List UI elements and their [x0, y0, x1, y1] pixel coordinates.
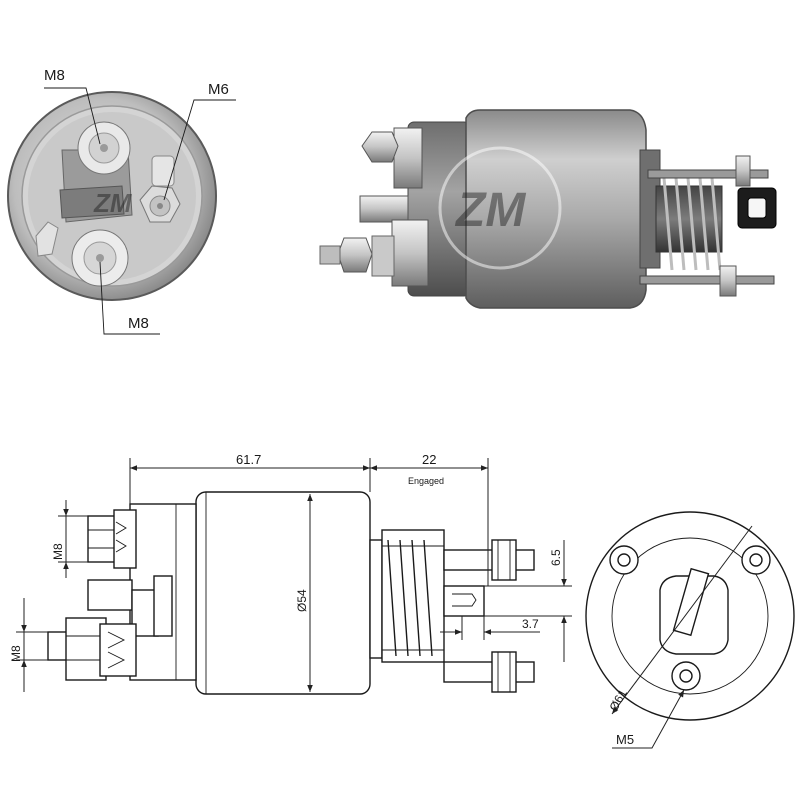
terminal-m6-photo — [139, 155, 181, 223]
terminal-m8-lower-photo — [71, 229, 129, 287]
dim-diameter-54: Ø54 — [295, 589, 309, 612]
photo-side-view: ZM — [319, 109, 777, 309]
mount-hole-right — [741, 545, 771, 575]
photo-top-view: ZM M8 M6 M8 — [7, 67, 236, 335]
label-m8-top-left: M8 — [44, 67, 65, 84]
mount-hole-bottom — [671, 661, 701, 691]
watermark-logo: ZM — [454, 184, 526, 237]
dim-bolt-circle: Ø61 — [606, 687, 630, 714]
dim-stroke-note: Engaged — [408, 476, 444, 486]
drawing-end-view: Ø61 M5 — [585, 511, 795, 749]
dim-length-61-7: 61.7 — [236, 452, 261, 467]
dim-stroke-22: 22 — [422, 452, 436, 467]
dim-6-5: 6.5 — [549, 549, 563, 566]
mount-hole-left — [609, 545, 639, 575]
label-m5: M5 — [616, 732, 634, 747]
terminal-m8-upper-photo — [77, 121, 131, 175]
dim-3-7: 3.7 — [522, 617, 539, 631]
dim-terminal-m8-upper: M8 — [51, 543, 65, 560]
drawing-side-view: 61.7 22 Engaged Ø54 M8 M8 6.5 3 — [9, 452, 572, 695]
dim-terminal-m8-lower: M8 — [9, 645, 23, 662]
label-m8-bottom: M8 — [128, 315, 149, 332]
label-m6-top-right: M6 — [208, 81, 229, 98]
watermark-small: ZM — [93, 188, 133, 218]
